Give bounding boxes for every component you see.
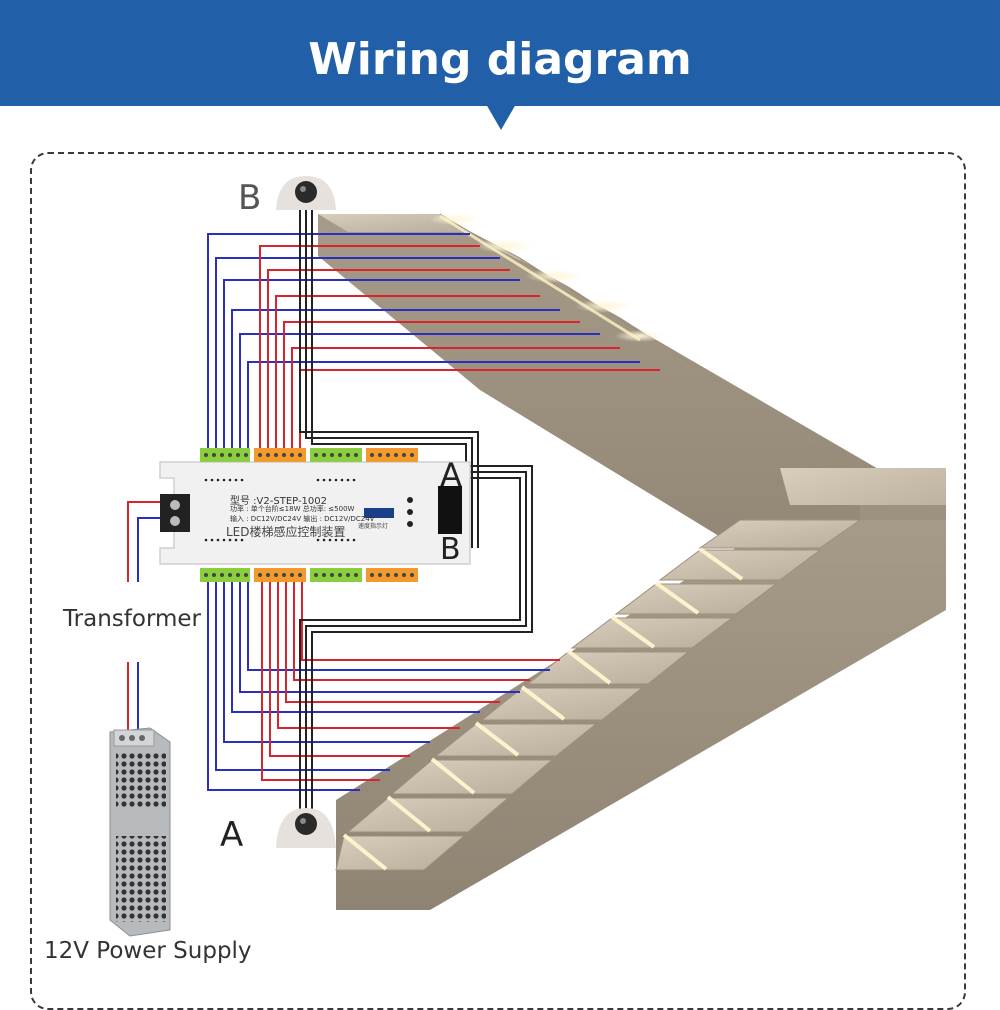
terminal-block-green-3 — [200, 568, 250, 582]
speed-indicator-label: 速度指示灯 — [358, 523, 389, 530]
controller-name-text: LED楼梯感应控制装置 — [226, 525, 346, 539]
terminal-block-orange-4 — [366, 568, 418, 582]
controller-port-a-label: A — [440, 456, 462, 494]
power-supply-unit — [109, 727, 171, 937]
power-wires — [127, 501, 168, 730]
transformer-label: Transformer — [63, 606, 202, 632]
terminal-block-orange-3 — [254, 568, 306, 582]
staircase — [318, 213, 946, 910]
lower-wires — [207, 465, 560, 810]
controller-port-b-label: B — [440, 532, 461, 567]
controller-board — [159, 448, 471, 582]
terminal-block-green-2 — [310, 448, 362, 462]
terminal-block-orange-2 — [366, 448, 418, 462]
controller-model-text: 型号 :V2-STEP-1002 — [230, 496, 328, 507]
controller-button-3 — [407, 521, 413, 527]
sensor-b-label: B — [238, 178, 262, 218]
controller-power-text: 功率 : 单个台阶≤18W 总功率: ≤500W — [230, 505, 355, 513]
upper-wires — [207, 200, 660, 548]
controller-button-1 — [407, 497, 413, 503]
sensor-connector — [438, 486, 462, 534]
power-input-terminal — [160, 494, 190, 532]
controller-io-text: 输入 : DC12V/DC24V 输出 : DC12V/DC24V — [230, 515, 375, 523]
terminal-block-orange-1 — [254, 448, 306, 462]
sensor-a-label: A — [220, 815, 244, 855]
stair-led-glow-upper — [429, 213, 666, 342]
sensor-b — [276, 176, 336, 210]
sensor-a — [276, 808, 336, 848]
stair-led-glow-lower — [342, 547, 744, 871]
power-supply-label: 12V Power Supply — [44, 938, 252, 964]
terminal-block-green-1 — [200, 448, 250, 462]
controller-button-2 — [407, 509, 413, 515]
header-pointer — [486, 104, 516, 130]
page-title: Wiring diagram — [308, 34, 692, 85]
terminal-block-green-4 — [310, 568, 362, 582]
header-banner — [0, 0, 1000, 106]
speed-indicator-display — [364, 508, 394, 518]
